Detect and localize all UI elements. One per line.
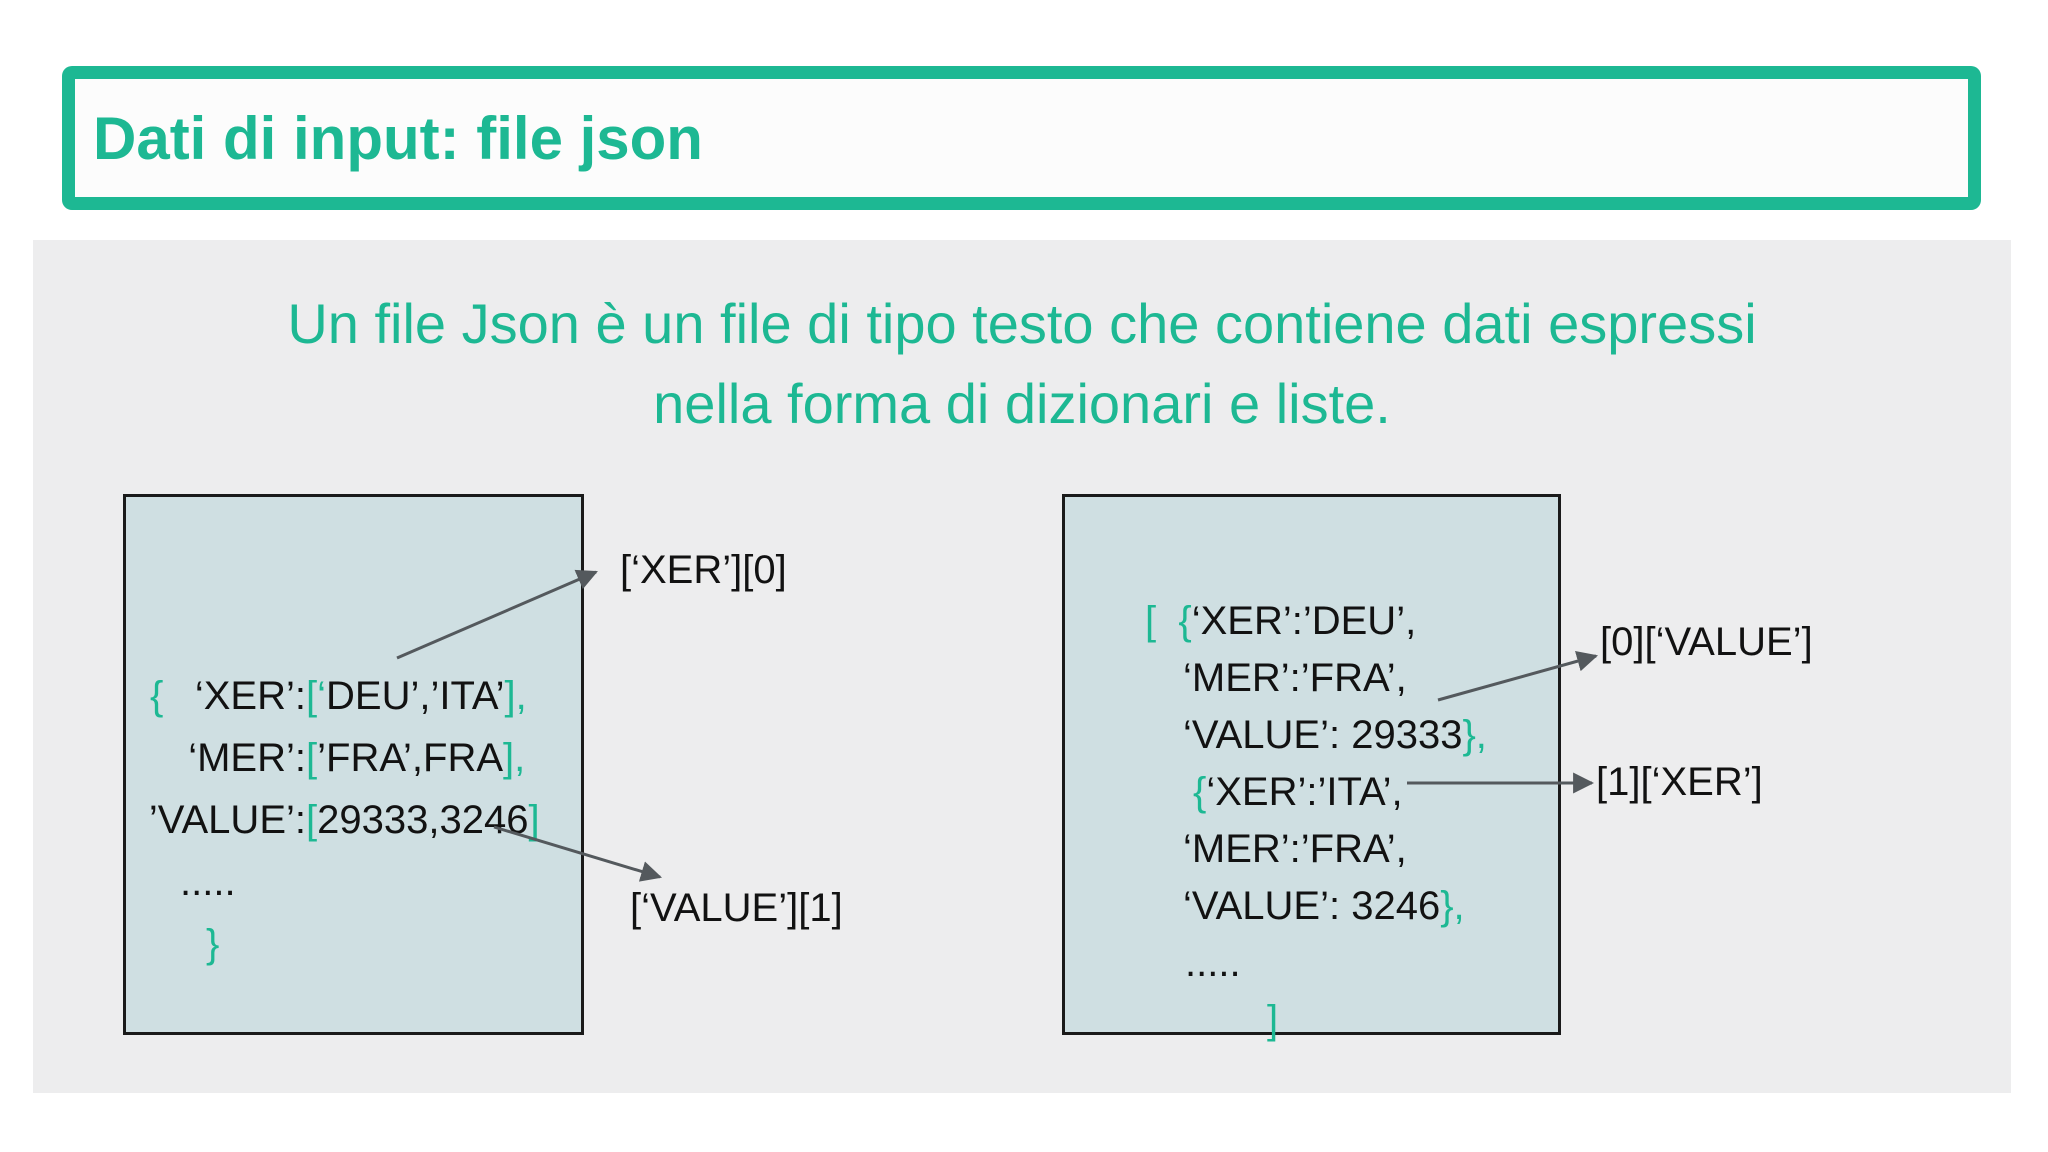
annotation-label-xer1: [1][‘XER’]: [1596, 760, 1763, 804]
json-line: ‘VALUE’: 29333},: [1183, 713, 1487, 757]
json-key: ‘XER’:: [194, 674, 306, 718]
close-bracket: ]: [1267, 998, 1279, 1042]
json-list-box: [ {‘XER’:’DEU’, ‘MER’:’FRA’, ‘VALUE’: 29…: [1062, 494, 1561, 1042]
annotation-label-value0: [0][‘VALUE’]: [1600, 620, 1813, 664]
page-title: Dati di input: file json: [93, 104, 703, 172]
annotation-label-value1: [‘VALUE’][1]: [630, 886, 843, 930]
json-list-code: [ {‘XER’:’DEU’, ‘MER’:’FRA’, ‘VALUE’: 29…: [1145, 593, 1487, 1049]
json-line: ‘VALUE’: 3246},: [1183, 884, 1465, 928]
json-line: [ {‘XER’:’DEU’,: [1145, 599, 1417, 643]
json-line: ‘MER’:’FRA’,: [1183, 827, 1407, 871]
json-line: ’VALUE’:[29333,3246]: [126, 789, 581, 851]
annotation-label-xer0: [‘XER’][0]: [620, 548, 787, 592]
open-brace: {: [150, 674, 164, 718]
json-line: ‘MER’:[’FRA’,FRA],: [126, 727, 581, 789]
json-line: {‘XER’:’ITA’,: [1193, 770, 1403, 814]
json-key: ’VALUE’:: [148, 798, 306, 842]
json-dict-box: { ‘XER’:[‘DEU’,’ITA’], ‘MER’:[’FRA’,FRA],…: [123, 494, 584, 1035]
ellipsis-line: .....: [1185, 941, 1241, 985]
json-key: ‘MER’:: [188, 736, 306, 780]
json-dict-code: { ‘XER’:[‘DEU’,’ITA’], ‘MER’:[’FRA’,FRA],…: [126, 665, 581, 975]
json-value: [’FRA’,FRA],: [306, 736, 526, 780]
ellipsis-line: .....: [180, 860, 236, 904]
subtitle-line-1: Un file Json è un file di tipo testo che…: [287, 292, 1757, 355]
subtitle: Un file Json è un file di tipo testo che…: [33, 284, 2011, 444]
json-line: { ‘XER’:[‘DEU’,’ITA’],: [126, 665, 581, 727]
close-brace: }: [206, 922, 220, 966]
subtitle-line-2: nella forma di dizionari e liste.: [653, 372, 1391, 435]
json-line: ‘MER’:’FRA’,: [1183, 656, 1407, 700]
json-value: [29333,3246]: [306, 798, 540, 842]
title-box: Dati di input: file json: [62, 66, 1981, 210]
json-value: [‘DEU’,’ITA’],: [306, 674, 527, 718]
